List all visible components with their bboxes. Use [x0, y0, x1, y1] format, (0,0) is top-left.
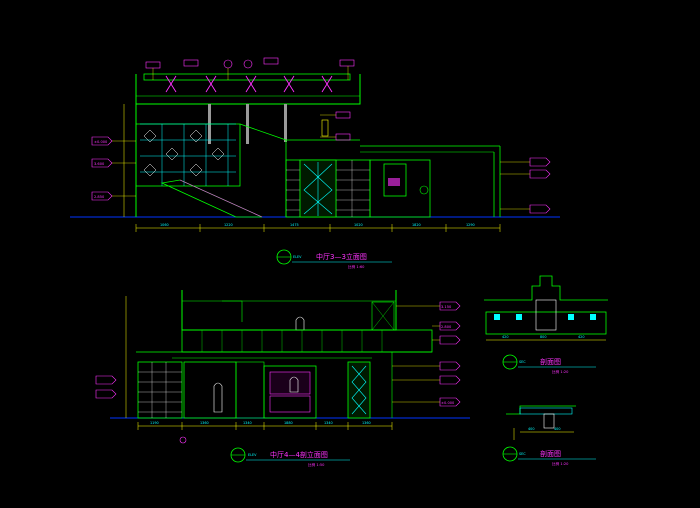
ceiling-lights — [165, 75, 333, 93]
view-code: SEC — [519, 452, 526, 456]
dimension-text: 1360 — [200, 421, 209, 425]
dimension-text: 1220 — [224, 223, 233, 227]
elevation-4-4: 3.150 2.800 ±0.000 1190 1360 1340 1880 1… — [95, 290, 470, 467]
cabinet-base — [269, 395, 311, 413]
view-title: 中厅4—4剖立面图 — [270, 450, 328, 459]
dimension-text: 1020 — [354, 223, 363, 227]
panel-grid — [140, 123, 236, 186]
view-code: SEC — [519, 360, 526, 364]
ceiling-cove — [143, 73, 351, 81]
statue — [213, 382, 223, 413]
dimension-text: 1820 — [412, 223, 421, 227]
level-tag-text: 2.850 — [94, 195, 105, 199]
view-scale: 比例 1:20 — [552, 461, 569, 466]
view-scale: 比例 1:20 — [552, 369, 569, 374]
dimension-text: 1880 — [284, 421, 293, 425]
dimension-text: 800 — [540, 335, 546, 339]
view-scale: 比例 1:50 — [308, 462, 325, 467]
level-tags-left — [95, 375, 117, 399]
level-tag-text: ±0.000 — [94, 140, 108, 144]
display-niche — [369, 159, 431, 218]
niche-tag — [388, 178, 400, 186]
grid-marker — [179, 436, 187, 444]
dimension-ticks — [135, 224, 501, 232]
switch-plate — [419, 185, 429, 195]
level-tag-text: 3.600 — [94, 162, 105, 166]
dimension-text: 400 — [554, 427, 560, 431]
screen-carving — [351, 365, 367, 415]
sculpture-figure — [295, 316, 305, 331]
level-tags-right — [500, 157, 551, 214]
dimension-text: 1340 — [243, 421, 252, 425]
view-scale: 比例 1:60 — [348, 264, 365, 269]
panel-ornament — [143, 129, 225, 177]
cabinet-ornament — [289, 376, 299, 393]
callout-tags-top — [145, 57, 355, 80]
dimension-text: 1360 — [362, 421, 371, 425]
section-core — [535, 299, 557, 331]
balustrade-posts — [201, 330, 383, 352]
door-carving — [303, 162, 333, 216]
display-cabinet — [263, 365, 317, 419]
dimension-text: 1340 — [324, 421, 333, 425]
stone-wall — [137, 361, 183, 419]
view-title: 剖面图 — [540, 357, 561, 366]
level-tag-text: 3.150 — [441, 305, 452, 309]
dimension-text: 1190 — [150, 421, 159, 425]
section-fixtures — [494, 314, 596, 320]
level-tag-text: 2.800 — [441, 325, 452, 329]
dimension-text: 420 — [578, 335, 584, 339]
section-slab — [485, 311, 607, 335]
dimension-text: 1475 — [290, 223, 299, 227]
level-tags-right — [439, 301, 461, 407]
stone-coursing — [138, 362, 182, 418]
level-tag-text: ±0.000 — [441, 401, 455, 405]
section-detail-a: 420 800 420 SEC 剖面图 比例 1:20 — [484, 275, 608, 374]
section-profile — [484, 275, 608, 301]
niche-frame — [383, 163, 407, 197]
dimension-text: 1290 — [466, 223, 475, 227]
view-code: ELEV — [293, 255, 302, 259]
view-code: ELEV — [248, 453, 257, 457]
stair-rail — [179, 179, 263, 218]
section-detail-b: 400 400 SEC 剖面图 比例 1:20 — [502, 405, 596, 466]
elevation-3-3: ±0.000 3.600 2.850 — [70, 57, 560, 269]
leader-lines — [392, 305, 440, 403]
section-bracket — [543, 413, 555, 429]
dimension-text: 1060 — [160, 223, 169, 227]
callout-tags-mid — [320, 111, 351, 141]
dimension-text: 400 — [528, 427, 534, 431]
view-title: 中厅3—3立面图 — [316, 252, 367, 261]
dimension-text: 420 — [502, 335, 508, 339]
window-diagonal — [371, 301, 395, 331]
view-title: 剖面图 — [540, 449, 561, 458]
dimension-ticks — [137, 422, 393, 430]
mezzanine-detail — [222, 300, 243, 322]
sloped-soffit — [239, 123, 360, 141]
